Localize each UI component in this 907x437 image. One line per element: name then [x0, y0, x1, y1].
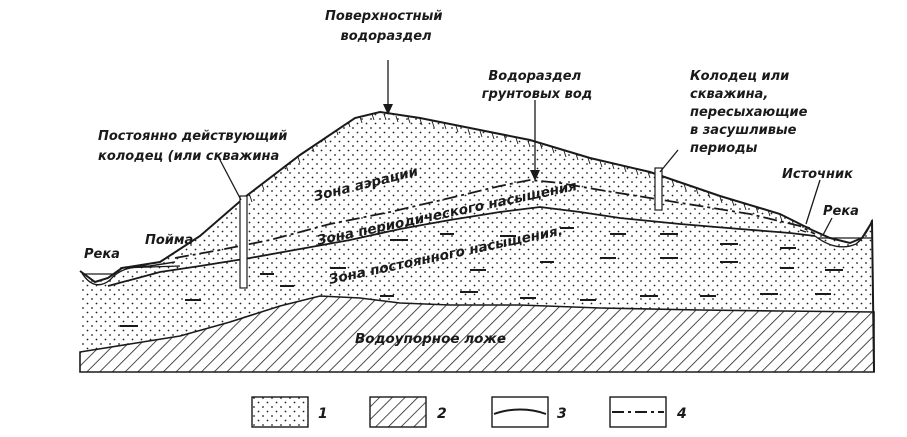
legend-swatch-hatch: [369, 396, 427, 428]
surface-divide-label: Поверхностный водораздел: [325, 9, 447, 44]
permanent-water-table: [107, 206, 816, 287]
river-left-water: [82, 265, 181, 275]
river-right-label: Река: [823, 204, 859, 219]
leader-lines: [219, 60, 833, 236]
spring-label: Источник: [782, 167, 854, 182]
floodplain-label: Пойма: [145, 233, 193, 248]
seasonal-well-label: Колодец или скважина, пересыхающие в зас…: [690, 69, 812, 156]
river-left-label: Река: [84, 247, 120, 262]
river-right-bank: [814, 219, 873, 248]
aquiclude-layer: [79, 295, 875, 373]
permanent-well: [239, 195, 248, 289]
legend-label-1: 1: [318, 406, 328, 422]
water-dashes: [120, 227, 843, 327]
ground-surface: [79, 110, 875, 373]
seasonal-well: [654, 167, 663, 211]
spring-outflow: [797, 225, 811, 236]
groundwater-divide-label: Водораздел грунтовых вод: [482, 69, 593, 102]
legend-label-2: 2: [437, 406, 447, 422]
surface-shading: [249, 113, 795, 227]
legend-label-3: 3: [557, 406, 567, 422]
permanent-well-label: Постоянно действующий колодец (или скваж…: [98, 129, 292, 164]
legend-label-4: 4: [676, 406, 687, 422]
legend-solid-line: [493, 408, 547, 415]
groundwater-divide-arrow: [530, 170, 540, 181]
aquiclude-label: Водоупорное ложе: [355, 331, 506, 347]
legend: 1 2 3 4: [251, 396, 687, 428]
surface-divide-arrow: [383, 104, 393, 115]
river-left-bank: [81, 261, 176, 286]
legend-swatch-dots: [251, 396, 309, 428]
seasonal-water-table: [174, 179, 816, 259]
